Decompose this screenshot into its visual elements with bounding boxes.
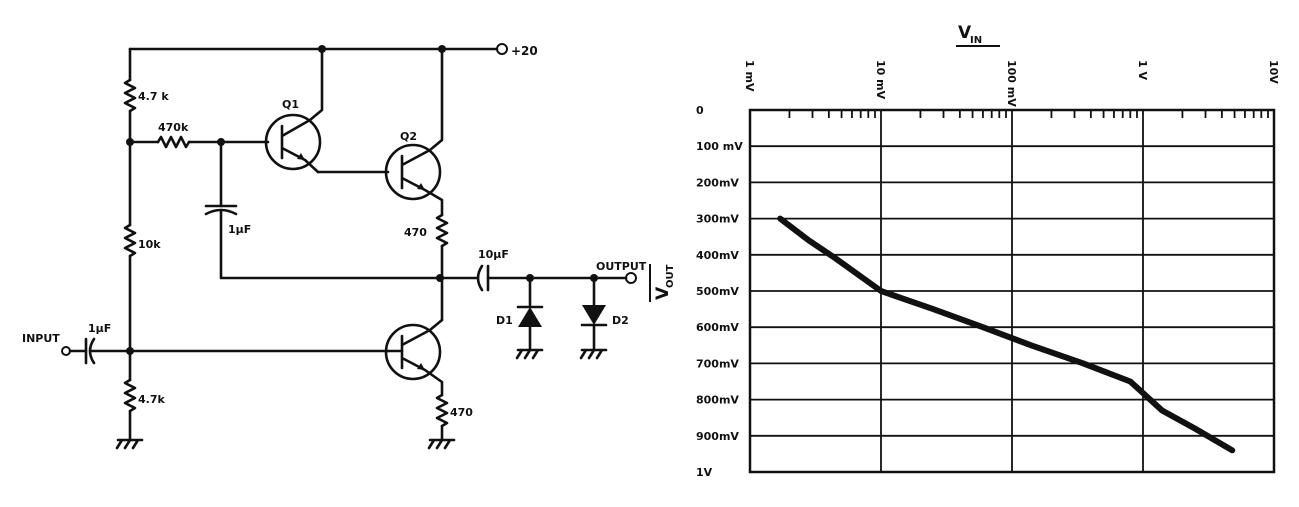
y-tick-label: 700mV: [696, 357, 739, 370]
input-label: INPUT: [22, 332, 60, 345]
capacitor-feedback-label: 1µF: [228, 223, 251, 236]
y-tick-label: 300mV: [696, 213, 739, 226]
grid: [750, 110, 1274, 472]
vout-label-main: V: [653, 286, 673, 300]
y-tick-label: 800mV: [696, 394, 739, 407]
x-tick-label: 10 mV: [874, 60, 887, 100]
y-tick-label: 100 mV: [696, 140, 743, 153]
capacitor-output: [476, 264, 490, 292]
capacitor-output-label: 10µF: [478, 248, 509, 261]
capacitor-input: [84, 337, 96, 365]
q1-label: Q1: [282, 98, 299, 111]
resistor-r-bottom: [123, 378, 137, 413]
wire: [219, 210, 442, 280]
q2-label: Q2: [400, 130, 417, 143]
diode-d1-label: D1: [496, 314, 513, 327]
ground-symbol: [579, 348, 608, 360]
ground-symbol: [515, 348, 544, 360]
transfer-chart: V IN 0 100 mV 200mV 300mV 400mV 500mV 600mV 700…: [696, 23, 1280, 479]
supply-terminal: [496, 43, 508, 55]
diode-d2-label: D2: [612, 314, 629, 327]
chart-title-sub: IN: [970, 35, 982, 46]
minor-ticks: [788, 110, 1269, 118]
resistor-r-q2-emitter: [435, 213, 449, 248]
transistor-q1: [264, 47, 324, 174]
resistor-r-mid-label: 10k: [138, 238, 161, 251]
x-tick-label: 1 V: [1136, 60, 1149, 80]
y-tick-label: 1V: [696, 466, 713, 479]
output-terminal: [625, 272, 637, 284]
y-tick-label: 200mV: [696, 176, 739, 189]
transistor-q2: [384, 47, 444, 217]
ground-symbol: [115, 438, 144, 450]
circuit-schematic: +20 4.7 k 470k 1µF 10k 4.7k INPUT: [22, 43, 676, 450]
capacitor-input-label: 1µF: [88, 322, 111, 335]
y-tick-label: 900mV: [696, 430, 739, 443]
output-label: OUTPUT: [596, 260, 647, 273]
transistor-q3: [384, 318, 444, 397]
x-tick-label: 10V: [1267, 60, 1280, 84]
chart-title-main: V: [958, 23, 972, 43]
y-tick-label: 400mV: [696, 249, 739, 262]
resistor-r-q2-emitter-label: 470: [404, 226, 427, 239]
resistor-r-series-label: 470k: [158, 121, 189, 134]
chart-title: V IN: [956, 23, 1000, 47]
diode-d1: [516, 305, 544, 327]
resistor-r-mid: [123, 223, 137, 258]
ground-symbol: [427, 438, 456, 450]
series: [777, 215, 1236, 454]
y-axis-labels: 0 100 mV 200mV 300mV 400mV 500mV 600mV 700mV 800…: [696, 104, 743, 479]
series-line: [777, 215, 1236, 454]
resistor-r-series: [156, 135, 191, 149]
resistor-r-bottom-label: 4.7k: [138, 393, 165, 406]
vout-label-sub: OUT: [665, 264, 676, 288]
y-tick-label: 0: [696, 104, 704, 117]
x-axis-labels: 1 mV 10 mV 100 mV 1 V 10V: [743, 60, 1280, 107]
diode-d2: [580, 305, 608, 327]
supply-label: +20: [511, 44, 538, 58]
resistor-r-q3-emitter-label: 470: [450, 406, 473, 419]
resistor-r-top: [123, 78, 137, 113]
y-tick-label: 500mV: [696, 285, 739, 298]
x-tick-label: 1 mV: [743, 60, 756, 92]
vout-label: V OUT: [649, 264, 676, 302]
y-tick-label: 600mV: [696, 321, 739, 334]
capacitor-feedback: [204, 204, 238, 216]
x-tick-label: 100 mV: [1005, 60, 1018, 107]
resistor-r-top-label: 4.7 k: [138, 90, 169, 103]
resistor-r-q3-emitter: [435, 393, 449, 428]
